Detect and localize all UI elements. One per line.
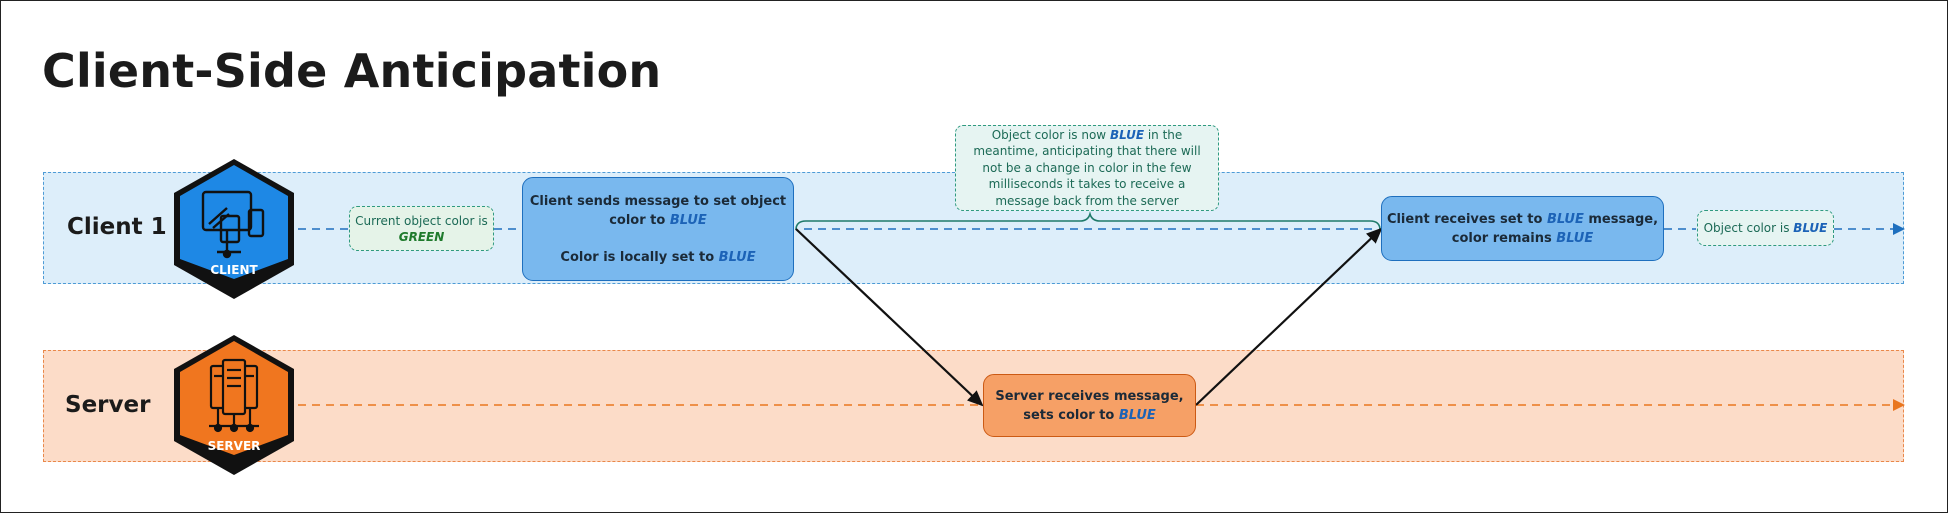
server-color-value: BLUE bbox=[1118, 407, 1156, 423]
final-color-note-prefix: Object color is bbox=[1703, 221, 1790, 235]
client-send-color-value: BLUE bbox=[669, 212, 707, 228]
client-receive-line1-prefix: Client receives set to bbox=[1386, 211, 1543, 227]
client-send-line2-prefix: color to bbox=[609, 212, 666, 228]
client-local-color-value: BLUE bbox=[718, 249, 756, 265]
anticipation-note-suffix: in the meantime, bbox=[973, 127, 1183, 159]
client-hexagon: CLIENT bbox=[174, 159, 294, 299]
server-hexagon: SERVER bbox=[174, 335, 294, 475]
server-lane-label: Server bbox=[65, 392, 151, 418]
client-icon-label: CLIENT bbox=[210, 263, 258, 277]
client-lane-label: Client 1 bbox=[67, 214, 167, 240]
anticipation-color-value: BLUE bbox=[1109, 127, 1145, 142]
server-receive-line2-prefix: sets color to bbox=[1023, 407, 1115, 423]
current-color-value: GREEN bbox=[398, 229, 445, 244]
server-receive-box: Server receives message, sets color to B… bbox=[983, 374, 1196, 437]
anticipation-brace bbox=[795, 211, 1381, 231]
client-receive-box: Client receives set to BLUE message, col… bbox=[1381, 196, 1664, 261]
message-to-server-arrow bbox=[795, 228, 984, 407]
client-send-line1: Client sends message to set object bbox=[529, 193, 787, 209]
client-send-box: Client sends message to set object color… bbox=[522, 177, 794, 281]
current-color-note-prefix: Current object color is bbox=[355, 213, 488, 228]
client-remain-color-value: BLUE bbox=[1556, 230, 1594, 246]
client-receive-color-value: BLUE bbox=[1546, 211, 1584, 227]
anticipation-note-prefix: Object color is now bbox=[991, 127, 1107, 142]
client-devices-icon bbox=[201, 190, 265, 259]
current-color-note: Current object color is GREEN bbox=[349, 206, 494, 251]
anticipation-note-body: anticipating that there will not be a ch… bbox=[982, 144, 1201, 208]
final-color-value: BLUE bbox=[1793, 221, 1828, 235]
server-icon-label: SERVER bbox=[208, 439, 261, 453]
client-send-line3-prefix: Color is locally set to bbox=[560, 249, 715, 265]
page-title: Client-Side Anticipation bbox=[42, 44, 662, 98]
client-receive-line1-suffix: message, bbox=[1588, 211, 1659, 227]
server-rack-icon bbox=[209, 358, 259, 433]
anticipation-note: Object color is now BLUE in the meantime… bbox=[955, 125, 1219, 211]
final-color-note: Object color is BLUE bbox=[1697, 210, 1834, 246]
client-receive-line2-prefix: color remains bbox=[1451, 230, 1552, 246]
server-receive-line1: Server receives message, bbox=[995, 388, 1184, 404]
message-to-client-arrow bbox=[1195, 227, 1383, 406]
